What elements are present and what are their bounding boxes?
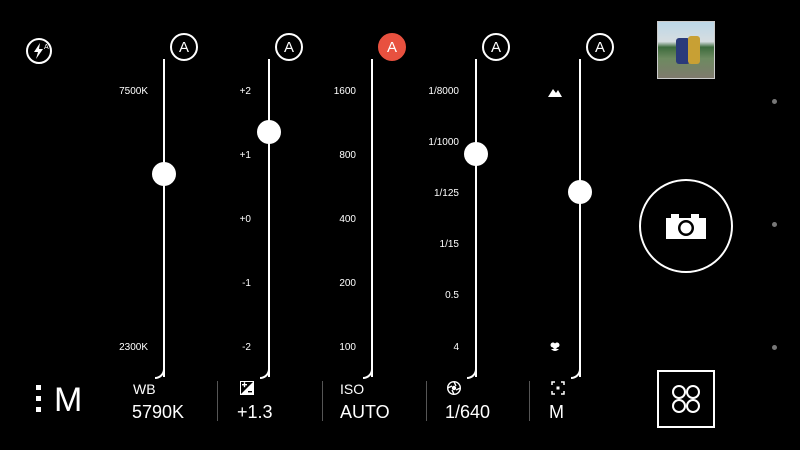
iso-label: ISO bbox=[340, 381, 365, 397]
shutter-icon bbox=[446, 380, 462, 396]
wb-label: WB bbox=[133, 381, 156, 397]
wb-value: 5790K bbox=[132, 402, 185, 422]
ev-slider-track[interactable] bbox=[268, 59, 270, 377]
wb-slider-knob[interactable] bbox=[152, 162, 176, 186]
shutter-tick: 1/8000 bbox=[428, 86, 459, 97]
wb-slider-track[interactable] bbox=[163, 59, 165, 377]
wb-tick-min: 2300K bbox=[119, 342, 148, 353]
ev-tick: -2 bbox=[242, 342, 251, 353]
flash-auto-icon[interactable]: A bbox=[25, 37, 53, 65]
page-indicator-dot bbox=[772, 345, 777, 350]
shutter-tick: 0.5 bbox=[445, 290, 459, 301]
exposure-icon bbox=[240, 381, 254, 395]
ev-tick: -1 bbox=[242, 278, 251, 289]
mountain-icon bbox=[548, 84, 562, 97]
shutter-slider-track[interactable] bbox=[475, 59, 477, 377]
shutter-slider-knob[interactable] bbox=[464, 142, 488, 166]
more-vert-icon[interactable] bbox=[36, 385, 42, 415]
iso-value: AUTO bbox=[340, 402, 390, 422]
iso-tick: 800 bbox=[339, 150, 356, 161]
iso-auto-button[interactable]: A bbox=[378, 33, 406, 61]
divider bbox=[426, 381, 427, 421]
iso-tick: 200 bbox=[339, 278, 356, 289]
focus-slider-knob[interactable] bbox=[568, 180, 592, 204]
divider bbox=[529, 381, 530, 421]
camera-icon bbox=[666, 214, 706, 239]
ev-tick: +1 bbox=[239, 150, 251, 161]
shutter-tick: 4 bbox=[453, 342, 459, 353]
mode-label[interactable]: M bbox=[54, 381, 83, 419]
camera-modes-icon bbox=[672, 385, 700, 413]
shutter-tick: 1/15 bbox=[439, 239, 459, 250]
ev-slider-knob[interactable] bbox=[257, 120, 281, 144]
divider bbox=[322, 381, 323, 421]
svg-text:A: A bbox=[44, 44, 49, 51]
shutter-value: 1/640 bbox=[445, 402, 491, 422]
focus-icon bbox=[551, 381, 565, 395]
focus-value: M bbox=[549, 402, 564, 422]
ev-tick: +0 bbox=[239, 214, 251, 225]
shutter-tick: 1/1000 bbox=[428, 137, 459, 148]
focus-slider-track[interactable] bbox=[579, 59, 581, 377]
iso-slider-track[interactable] bbox=[371, 59, 373, 377]
page-indicator-dot bbox=[772, 99, 777, 104]
ev-value: +1.3 bbox=[237, 402, 273, 422]
ev-auto-button[interactable]: A bbox=[275, 33, 303, 61]
iso-tick: 400 bbox=[339, 214, 356, 225]
camera-modes-button[interactable] bbox=[657, 370, 715, 428]
wb-auto-button[interactable]: A bbox=[170, 33, 198, 61]
shutter-auto-button[interactable]: A bbox=[482, 33, 510, 61]
shutter-button[interactable] bbox=[639, 179, 733, 273]
gallery-thumbnail[interactable] bbox=[657, 21, 715, 79]
divider bbox=[217, 381, 218, 421]
wb-tick-max: 7500K bbox=[119, 86, 148, 97]
macro-flower-icon bbox=[549, 340, 561, 352]
iso-tick: 100 bbox=[339, 342, 356, 353]
iso-tick: 1600 bbox=[333, 86, 356, 97]
ev-tick: +2 bbox=[239, 86, 251, 97]
page-indicator-dot bbox=[772, 222, 777, 227]
focus-auto-button[interactable]: A bbox=[586, 33, 614, 61]
shutter-tick: 1/125 bbox=[433, 188, 459, 199]
